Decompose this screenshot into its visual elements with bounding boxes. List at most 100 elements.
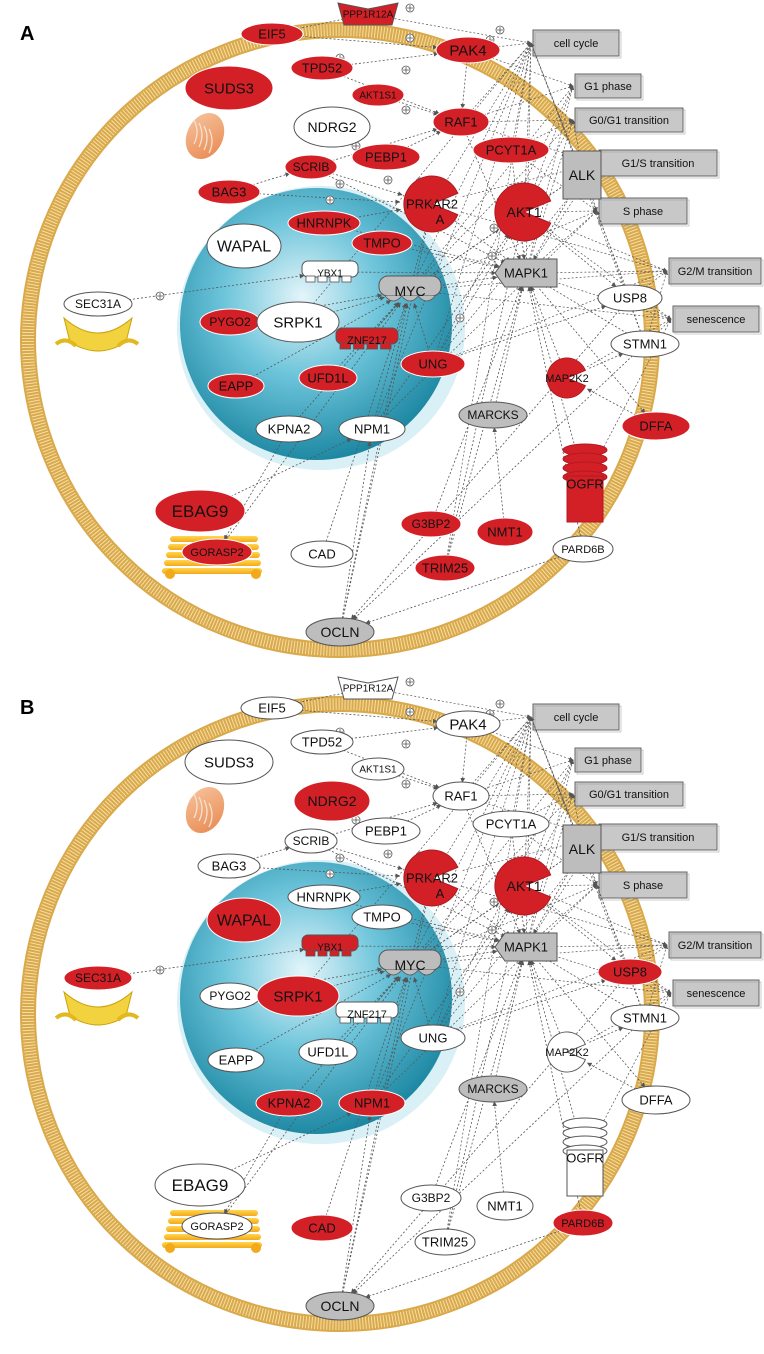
edge <box>328 175 506 264</box>
node-label: SEC31A <box>75 971 121 985</box>
edge <box>440 234 511 352</box>
edge <box>435 286 522 512</box>
node-label: PEBP1 <box>365 824 407 839</box>
edge <box>448 960 524 1230</box>
function-label: S phase <box>623 880 663 892</box>
node-tpd52: TPD52 <box>290 55 354 81</box>
node-wapal: WAPAL <box>206 223 282 269</box>
node-eif5: EIF5 <box>240 696 304 720</box>
node-label: PPP1R12A <box>343 10 394 21</box>
node-bag3: BAG3 <box>197 179 261 205</box>
edge <box>398 775 439 790</box>
edge <box>426 228 500 279</box>
edge-to-function <box>534 162 598 261</box>
edge-to-function <box>498 41 532 48</box>
node-mapk1: MAPK1 <box>494 258 558 288</box>
node-label: TPD52 <box>302 61 342 76</box>
function-box: G1/S transition <box>598 823 720 853</box>
node-label: TRIM25 <box>422 1235 468 1250</box>
node-marcks: MARCKS <box>458 401 528 429</box>
node-label: NPM1 <box>354 1096 390 1111</box>
edge-to-function <box>313 716 532 979</box>
edges <box>128 18 672 625</box>
node-pygo2: PYGO2 <box>199 308 261 336</box>
node-label: AKT1 <box>506 204 541 220</box>
edge <box>533 193 572 261</box>
function-label: G1 phase <box>584 755 632 767</box>
node-map2k2: MAP2K2 <box>545 357 589 399</box>
edge <box>440 908 511 1026</box>
node-gorasp2: GORASP2 <box>181 1212 253 1240</box>
node-pcyt1a: PCYT1A <box>472 136 550 164</box>
node-label: EAPP <box>219 1053 254 1068</box>
node-label: TMPO <box>363 910 401 925</box>
edge-to-function <box>648 270 668 332</box>
node-ogfr: OGFR <box>562 443 608 523</box>
edge-to-function <box>554 898 668 946</box>
node-akt1s1: AKT1S1 <box>351 757 405 781</box>
node-label: TRIM25 <box>422 561 468 576</box>
node-kpna2: KPNA2 <box>255 415 323 443</box>
edge-junction <box>405 33 415 43</box>
edge-to-function <box>530 42 626 286</box>
edge-to-function <box>524 42 533 188</box>
node-akt1: AKT1 <box>494 182 552 242</box>
node-stmn1: STMN1 <box>610 1004 680 1032</box>
function-box: G1/S transition <box>598 149 720 179</box>
edge <box>398 101 439 116</box>
node-label: DFFA <box>639 1093 673 1108</box>
node-dffa: DFFA <box>621 1085 691 1115</box>
node-pygo2: PYGO2 <box>199 982 261 1010</box>
edge <box>341 1115 372 1293</box>
edge-junction <box>455 987 465 997</box>
edge-to-function <box>484 85 574 116</box>
edge-to-function <box>436 716 532 1026</box>
node-akt1: AKT1 <box>494 856 552 916</box>
edge <box>332 296 385 313</box>
node-label: OGFR <box>566 477 604 492</box>
node-stmn1: STMN1 <box>610 330 680 358</box>
edge <box>406 804 442 822</box>
node-label: OCLN <box>321 1298 360 1314</box>
node-label: EBAG9 <box>172 1176 229 1195</box>
edge-junction <box>401 65 411 75</box>
node-label: CAD <box>308 1221 335 1236</box>
function-label: G1/S transition <box>622 158 695 170</box>
edge <box>223 1115 283 1214</box>
edge-to-function <box>536 793 574 864</box>
edge-junction <box>489 223 499 233</box>
node-ebag9: EBAG9 <box>154 1163 246 1207</box>
edge-to-function <box>530 716 626 960</box>
edge-to-function <box>548 229 672 320</box>
edge-to-function <box>420 759 574 952</box>
edge-junction <box>383 849 393 859</box>
edge <box>259 867 401 879</box>
function-box: G0/G1 transition <box>574 107 686 135</box>
node-label: ZNF217 <box>347 1009 387 1021</box>
function-box: G2/M transition <box>668 931 764 961</box>
edge-to-function <box>540 210 598 262</box>
node-label: PEBP1 <box>365 150 407 165</box>
edge <box>492 1101 504 1193</box>
edge <box>543 957 628 1008</box>
edge <box>380 907 509 1091</box>
node-label: OCLN <box>321 624 360 640</box>
node-label: NDRG2 <box>307 793 356 809</box>
edge <box>527 960 581 1211</box>
node-g3bp2: G3BP2 <box>400 1184 462 1212</box>
node-cad: CAD <box>290 1214 354 1242</box>
edge <box>530 960 562 1037</box>
node-label: SRPK1 <box>273 314 322 331</box>
mitochondrion-icon <box>185 786 225 834</box>
edge-to-function <box>376 42 532 417</box>
edge <box>413 977 430 1026</box>
edge <box>375 303 408 417</box>
node-label: YBX1 <box>317 269 343 280</box>
function-label: cell cycle <box>554 38 599 50</box>
edge <box>338 976 399 1041</box>
edge-to-function <box>554 224 668 272</box>
node-ocln: OCLN <box>305 617 375 647</box>
edge <box>546 904 617 961</box>
edge-to-function <box>498 715 532 722</box>
